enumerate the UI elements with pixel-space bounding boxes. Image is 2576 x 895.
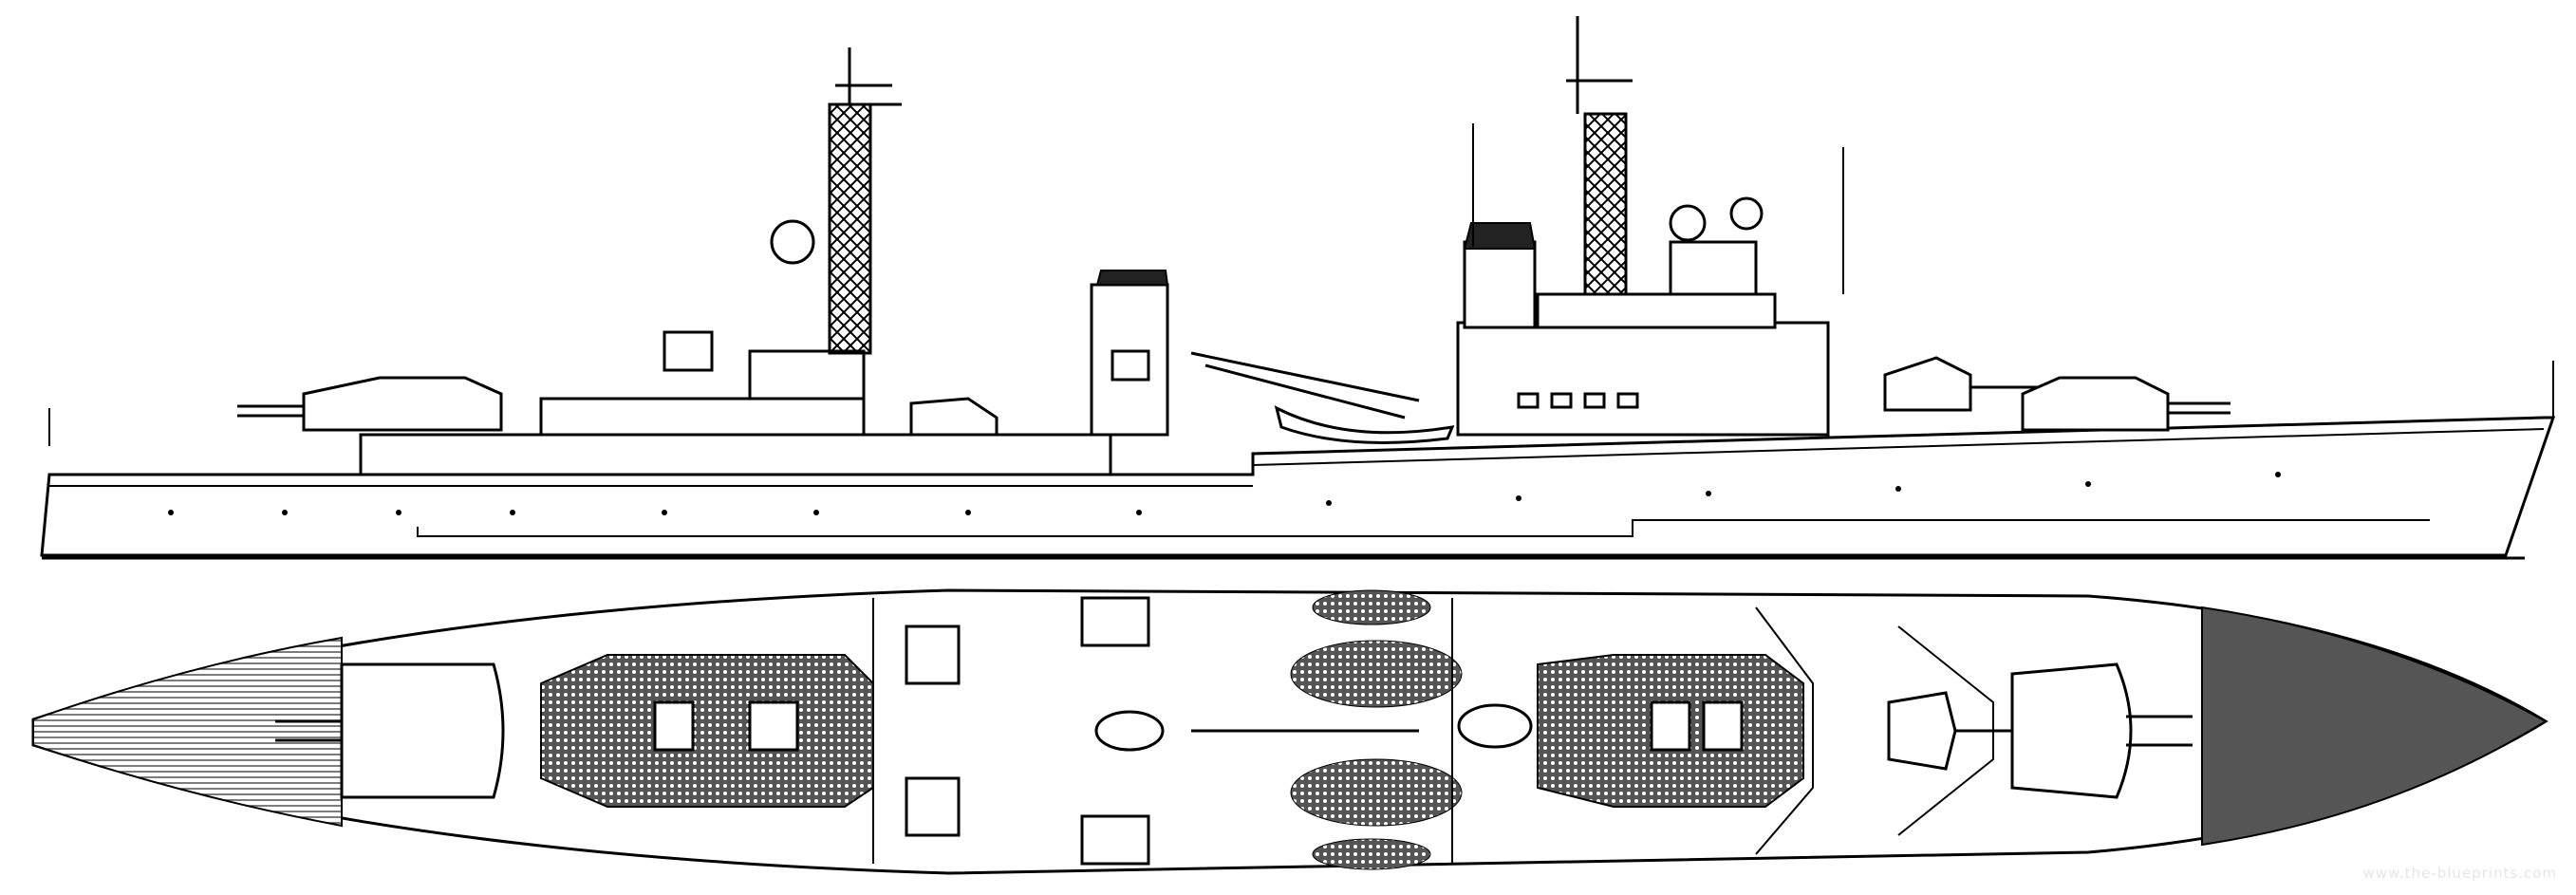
- mast-plan: [748, 700, 799, 752]
- ventilator: [1080, 596, 1150, 647]
- bridge-upper: [1536, 292, 1777, 329]
- fore-funnel-plan: [1457, 703, 1533, 749]
- aft-turret-plan: [340, 662, 505, 799]
- boat-plan: [1290, 640, 1463, 708]
- forecastle-deck: [2201, 606, 2548, 847]
- aft-secondary-turret: [909, 397, 999, 437]
- fore-lattice-mast: [1583, 112, 1628, 296]
- aft-funnel-plan: [1094, 710, 1165, 752]
- side-elevation-view: [40, 16, 2556, 560]
- quarterdeck-planking: [32, 636, 343, 828]
- funnel-detail: [1111, 349, 1150, 382]
- bridge-detail: [1650, 700, 1691, 752]
- aft-turret-x: [302, 376, 503, 432]
- boat-plan: [1312, 589, 1431, 625]
- aft-superstructure-plan: [540, 654, 874, 808]
- crane-jib-lower: [1204, 364, 1406, 420]
- fore-funnel: [1463, 240, 1537, 329]
- radar-dish: [770, 219, 815, 265]
- bridge-detail: [1702, 700, 1744, 752]
- forward-turret-a: [2021, 376, 2170, 432]
- aft-deckhouse: [359, 433, 1112, 476]
- deck-edge: [1755, 606, 1814, 855]
- forward-turret-b-plan: [1887, 691, 1957, 771]
- watermark: www.the-blueprints.com: [2362, 865, 2557, 882]
- bridge-block: [1456, 321, 1830, 437]
- ships-boat: [1274, 405, 1455, 444]
- ventilator: [1080, 814, 1150, 866]
- director-plan: [653, 700, 695, 752]
- funnel-cap: [1095, 270, 1169, 286]
- radar-dish: [1669, 204, 1707, 242]
- boat-plan: [1290, 758, 1463, 827]
- secondary-turret-plan: [905, 776, 961, 837]
- director: [663, 330, 714, 372]
- aft-upper-deckhouse: [539, 397, 866, 437]
- secondary-turret-plan: [905, 625, 961, 685]
- aft-mast-base: [748, 349, 866, 401]
- forward-turret-b: [1883, 356, 1972, 412]
- portholes: [168, 472, 2281, 515]
- aft-lattice-mast: [828, 103, 872, 355]
- boot-topping: [417, 519, 2430, 537]
- radar-dish: [1729, 196, 1764, 231]
- crane-jib: [1190, 351, 1420, 402]
- forward-turret-a-plan: [2010, 662, 2133, 799]
- boat-plan: [1312, 838, 1431, 870]
- bridge-top: [1669, 240, 1758, 296]
- deck-rail-fore: [1252, 428, 2545, 466]
- fore-funnel-cap: [1463, 222, 1537, 250]
- bridge-windows: [1517, 392, 1639, 409]
- plan-view: [31, 588, 2548, 875]
